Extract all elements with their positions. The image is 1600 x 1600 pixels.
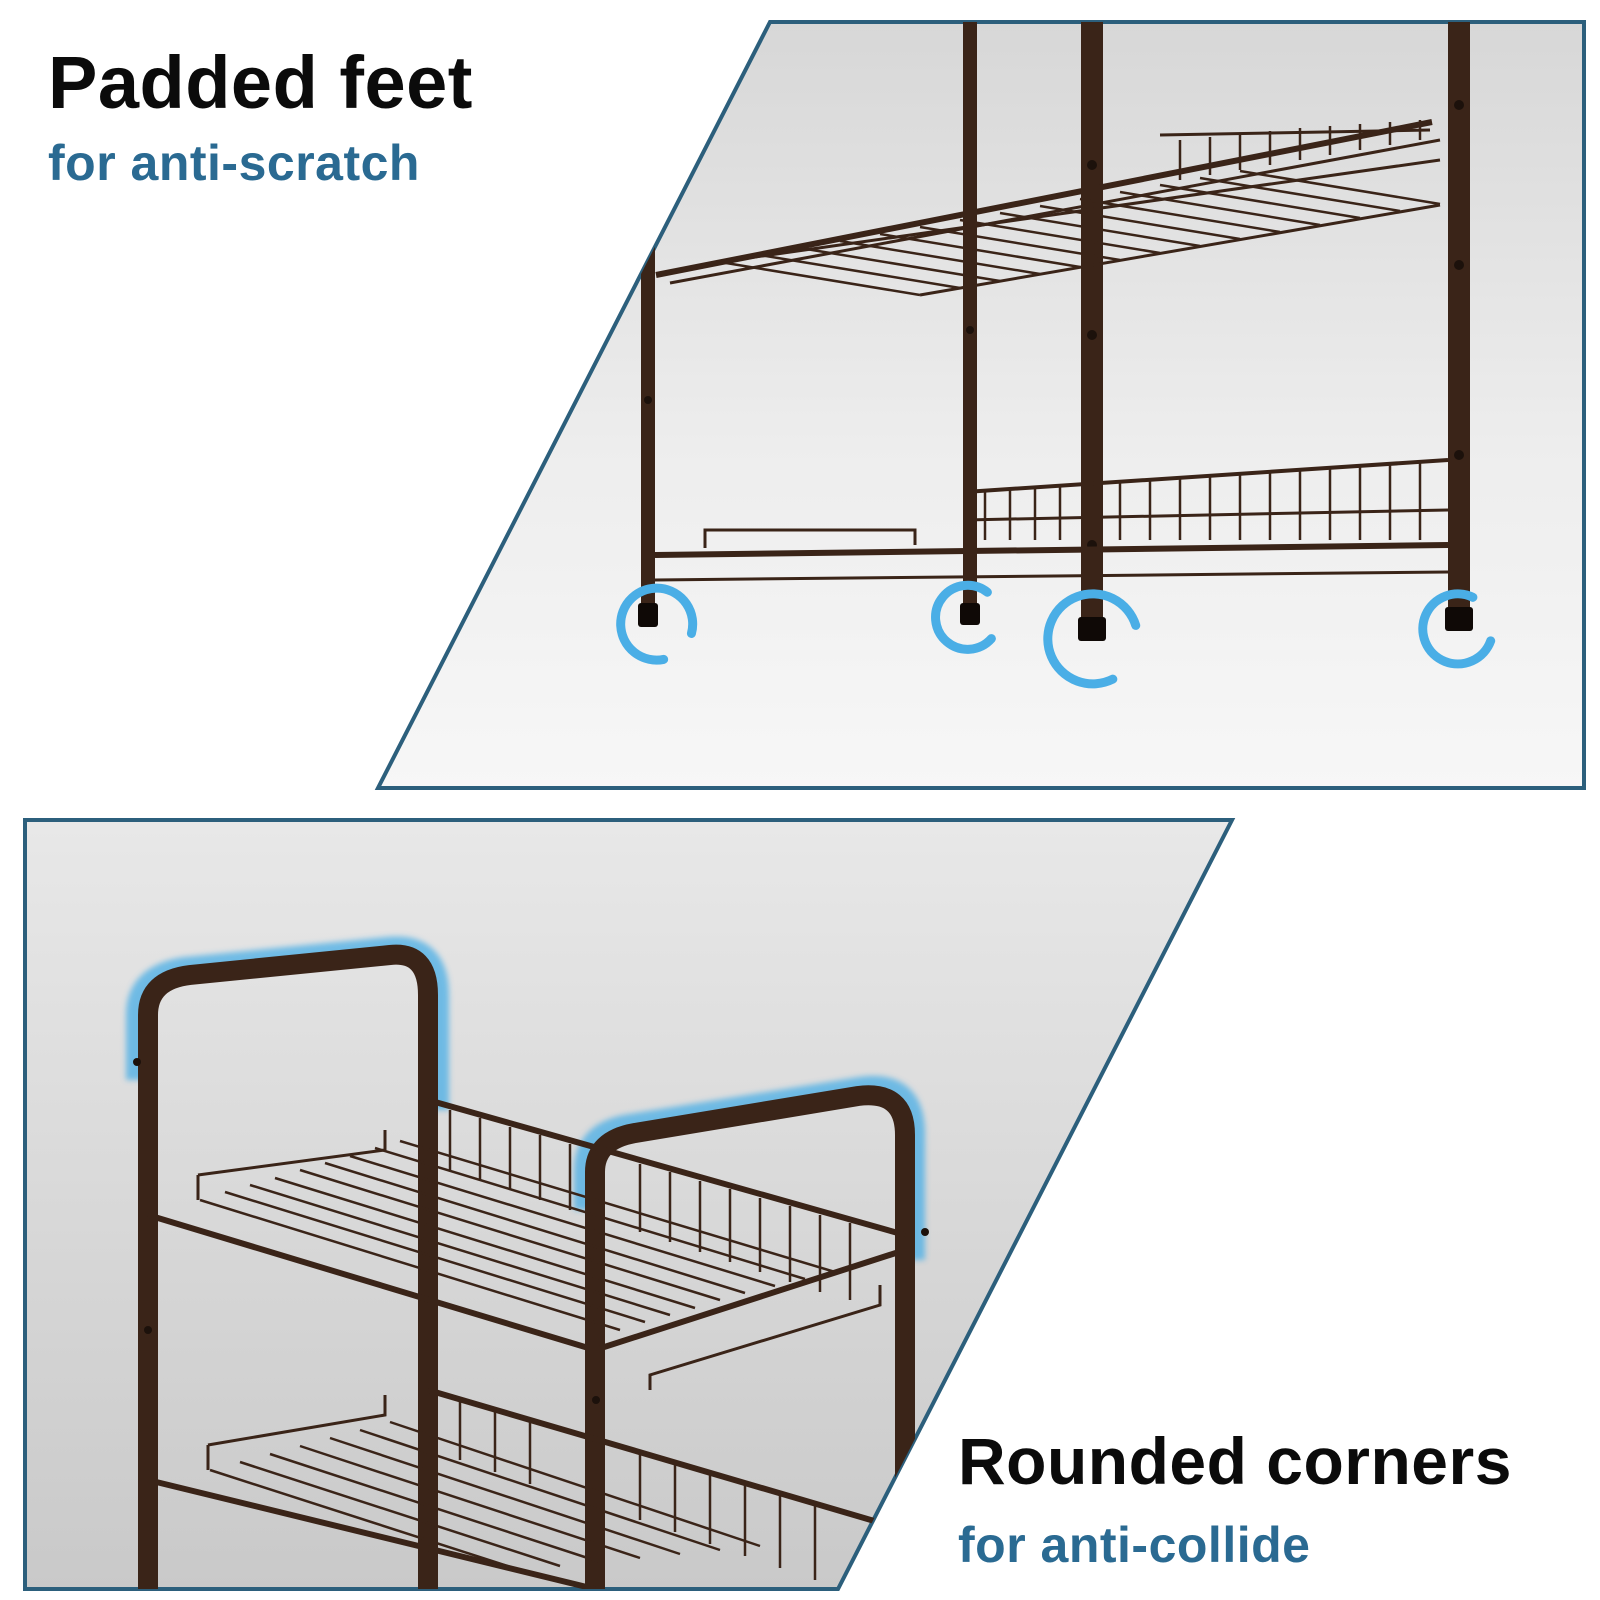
- rack-corners-view: [126, 936, 929, 1589]
- bottom-panel: [23, 818, 1236, 1591]
- top-panel: [374, 20, 1586, 790]
- lower-basket: [147, 1387, 906, 1589]
- foot-highlight-icon: [616, 580, 1496, 689]
- left-rounded-frame: [138, 944, 438, 1589]
- feature-subtitle-anti-collide: for anti-collide: [958, 1517, 1311, 1573]
- post-holes: [644, 100, 1464, 550]
- feature-subtitle-anti-scratch: for anti-scratch: [48, 135, 420, 191]
- top-panel-background: [374, 20, 1586, 790]
- rack-feet-view: [616, 22, 1496, 689]
- feature-title-padded-feet: Padded feet: [48, 41, 473, 124]
- bottom-panel-background: [23, 818, 1236, 1591]
- frame-holes: [133, 1058, 929, 1404]
- upper-basket: [147, 1097, 906, 1390]
- lower-wire-shelf: [654, 458, 1449, 582]
- right-rounded-frame: [585, 1085, 915, 1589]
- feature-title-rounded-corners: Rounded corners: [958, 1424, 1512, 1498]
- padded-feet: [638, 603, 1473, 641]
- upper-wire-shelf: [655, 119, 1441, 297]
